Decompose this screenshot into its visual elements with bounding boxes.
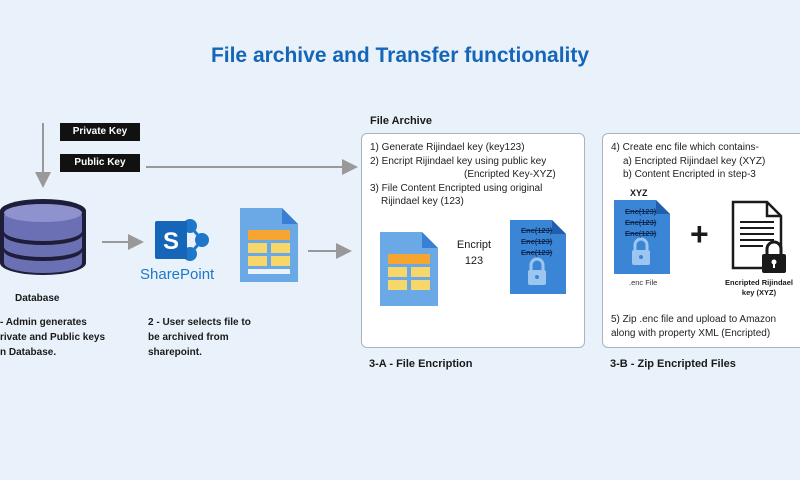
encrypted-document-icon: [510, 220, 566, 294]
public-key-tag: Public Key: [60, 154, 140, 172]
enc-lines-zip: Enc(123) Enc(123) Enc(123): [625, 207, 657, 238]
database-icon: [0, 199, 86, 275]
private-key-tag: Private Key: [60, 123, 140, 141]
database-label: Database: [15, 293, 60, 304]
zip-step5: 5) Zip .enc file and upload to Amazon al…: [611, 314, 777, 339]
sharepoint-step-text: 2 - User selects file to be archived fro…: [148, 317, 251, 358]
page-title: File archive and Transfer functionality: [210, 44, 590, 67]
zip-steps: 4) Create enc file which contains- a) En…: [611, 142, 766, 180]
xyz-label: XYZ: [630, 188, 648, 198]
file-archive-steps: 1) Generate Rijindael key (key123) 2) En…: [370, 142, 556, 207]
plus-sign: +: [690, 216, 709, 252]
encript-label: Encript 123: [456, 239, 492, 267]
svg-text:S: S: [163, 228, 179, 255]
enc-file-label: .enc File: [629, 278, 658, 287]
enc-file-icon: [614, 200, 670, 274]
encrypted-key-icon: [731, 200, 786, 273]
document-icon: [240, 208, 298, 282]
sharepoint-label: SharePoint: [140, 266, 215, 283]
source-document-icon: [380, 232, 438, 306]
database-step-text: - Admin generates rivate and Public keys…: [0, 317, 106, 358]
file-archive-heading: File Archive: [370, 115, 432, 127]
zip-caption: 3-B - Zip Encripted Files: [610, 358, 736, 370]
enc-lines-archive: Enc(123) Enc(123) Enc(123): [521, 226, 553, 257]
file-encription-caption: 3-A - File Encription: [369, 358, 473, 370]
sharepoint-icon: S: [155, 219, 209, 261]
encrypted-key-label: Encripted Rijindael key (XYZ): [725, 278, 793, 297]
